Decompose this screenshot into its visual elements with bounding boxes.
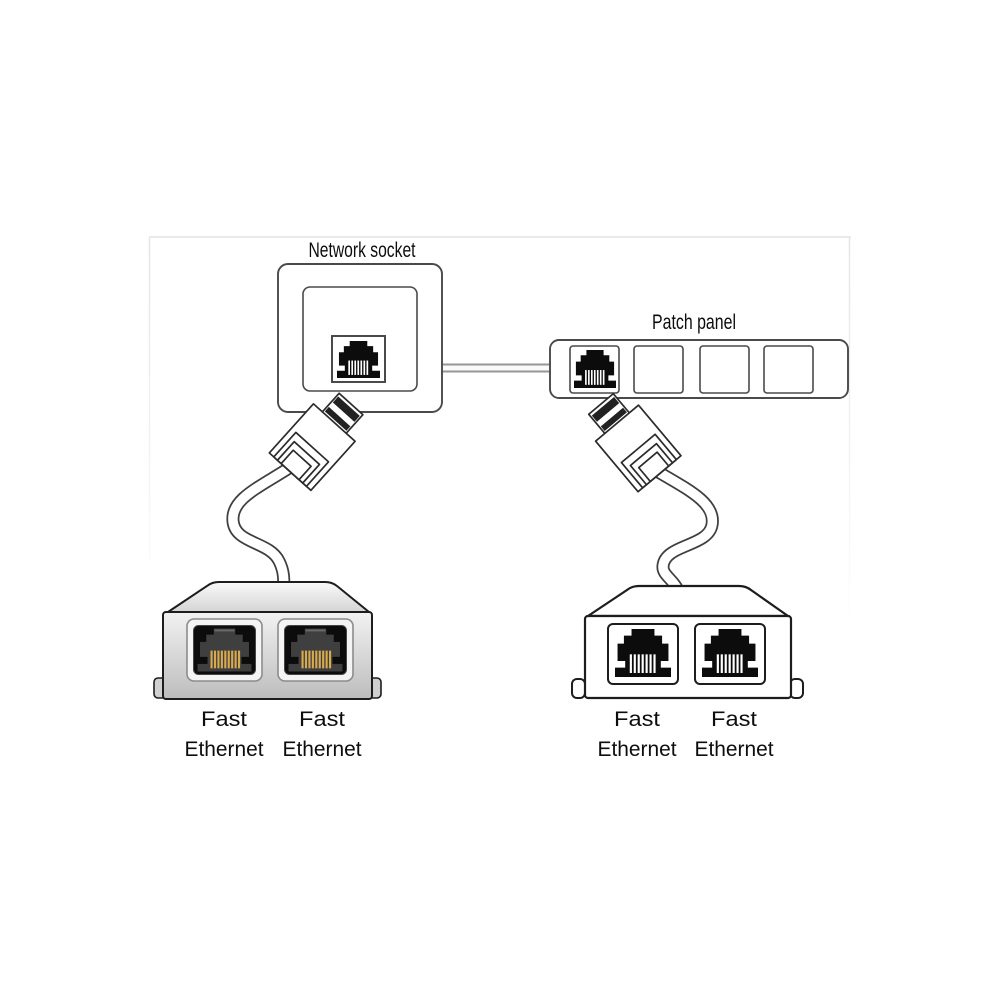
patch-panel-port-4: [763, 345, 814, 394]
image-edge: [148, 236, 851, 640]
patch-cable-right: [648, 463, 719, 607]
network-socket: [277, 263, 443, 413]
splitter-adapter-right: [571, 584, 804, 700]
patch-panel-label: Patch panel: [652, 310, 736, 334]
mounting-tab: [571, 678, 586, 699]
port-label-line1: Fast: [614, 707, 660, 731]
port-label-line1: Fast: [201, 707, 247, 731]
port-label-line1: Fast: [711, 707, 757, 731]
port-label-line2: Ethernet: [185, 737, 264, 761]
fast-ethernet-port: [187, 619, 262, 681]
port-label-line2: Ethernet: [695, 737, 774, 761]
patch-cable-left: [226, 461, 296, 607]
network-socket-label: Network socket: [309, 238, 416, 262]
splitter-adapter-left: [153, 581, 382, 700]
patch-panel-port-3: [699, 345, 750, 394]
port-label-line1: Fast: [299, 707, 345, 731]
fast-ethernet-port: [695, 624, 765, 684]
fast-ethernet-port: [608, 624, 678, 684]
fast-ethernet-port: [278, 619, 353, 681]
patch-panel: [549, 339, 849, 399]
port-label-line2: Ethernet: [283, 737, 362, 761]
port-label-line2: Ethernet: [598, 737, 677, 761]
patch-panel-port-2: [633, 345, 684, 394]
